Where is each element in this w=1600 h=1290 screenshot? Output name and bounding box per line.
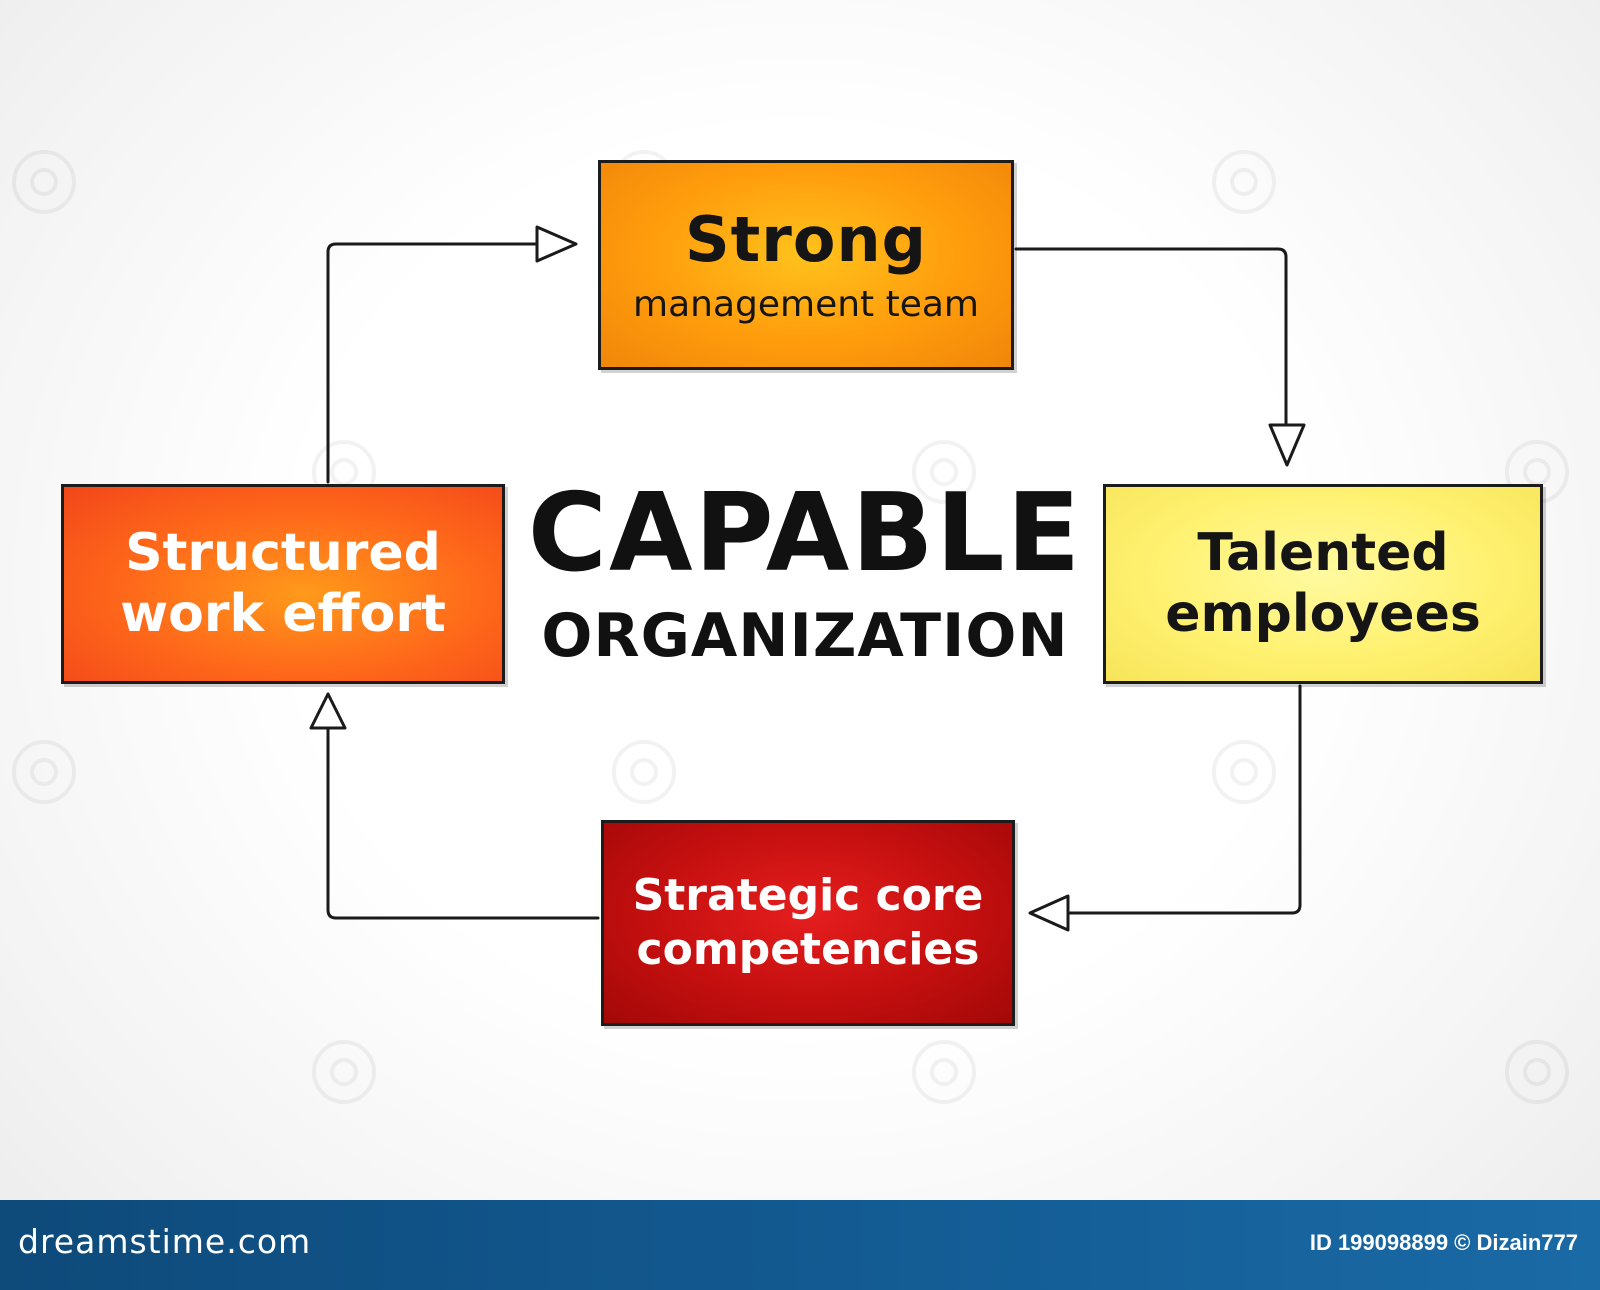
connector-bottom-to-left (326, 723, 600, 920)
center-title-line1: CAPABLE (527, 471, 1083, 596)
node-label-line1: Strategic core (632, 869, 984, 921)
node-label-line2: competencies (636, 924, 980, 975)
watermark-icon (312, 1040, 376, 1104)
arrowhead-icon (309, 692, 347, 730)
stock-footer-bar: dreamstime.com ID 199098899 © Dizain777 (0, 1200, 1600, 1290)
connector-top-to-right (1014, 247, 1288, 427)
arrowhead-icon (1028, 894, 1070, 932)
connector-right-to-bottom (1066, 684, 1302, 915)
node-label-line2: management team (633, 283, 979, 325)
center-title: CAPABLE ORGANIZATION (515, 471, 1095, 671)
node-strong-management-team: Strong management team (598, 160, 1014, 370)
image-credit: ID 199098899 © Dizain777 (1309, 1230, 1578, 1255)
node-label-line1: Structured (125, 523, 441, 584)
node-talented-employees: Talented employees (1103, 484, 1543, 684)
node-label-line1: Talented (1197, 523, 1449, 584)
watermark-icon (1212, 740, 1276, 804)
node-label-line1: Strong (685, 202, 927, 276)
watermark-icon (912, 440, 976, 504)
node-label-line2: employees (1165, 584, 1481, 644)
node-label-line2: work effort (120, 584, 446, 644)
watermark-icon (912, 1040, 976, 1104)
node-strategic-core-competencies: Strategic core competencies (601, 820, 1015, 1026)
watermark-icon (1505, 1040, 1569, 1104)
connector-left-to-top (326, 242, 539, 484)
node-structured-work-effort: Structured work effort (61, 484, 505, 684)
diagram-canvas: Strong management team Talented employee… (12, 150, 1569, 1104)
watermark-icon (12, 150, 76, 214)
arrowhead-icon (535, 225, 578, 263)
watermark-icon (612, 740, 676, 804)
watermark-icon (12, 740, 76, 804)
watermark-icon (1212, 150, 1276, 214)
cycle-connectors (309, 225, 1306, 932)
center-title-line2: ORGANIZATION (541, 601, 1069, 671)
arrowhead-icon (1268, 423, 1306, 467)
brand-logo-text[interactable]: dreamstime.com (18, 1222, 312, 1261)
